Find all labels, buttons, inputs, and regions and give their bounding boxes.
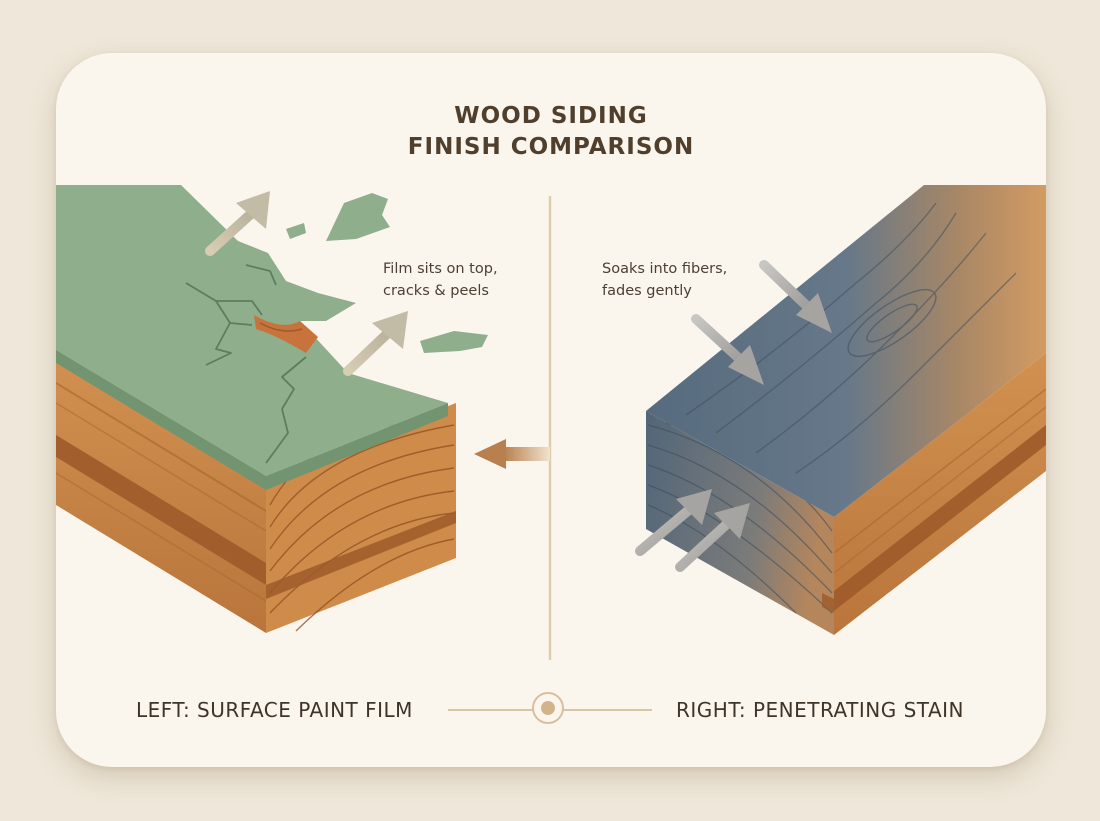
slider-knob-icon[interactable] (532, 692, 564, 724)
left-caption-line-2: cracks & peels (383, 283, 489, 299)
arrow-up-right-icon (205, 191, 270, 256)
comparison-illustration (56, 185, 1046, 660)
right-label: RIGHT: PENETRATING STAIN (676, 698, 965, 722)
left-caption: Film sits on top, cracks & peels (383, 258, 498, 302)
title-line-1: WOOD SIDING (454, 103, 648, 129)
right-caption-line-1: Soaks into fibers, (602, 261, 728, 277)
right-caption: Soaks into fibers, fades gently (602, 258, 727, 302)
left-caption-line-1: Film sits on top, (383, 261, 498, 277)
stain-top-face (646, 185, 1046, 517)
arrow-down-right-icon (759, 260, 832, 333)
arrow-up-right-icon (675, 503, 750, 572)
title-line-2: FINISH COMPARISON (407, 134, 695, 160)
flake-icon (326, 193, 390, 241)
flake-icon (420, 331, 488, 353)
right-caption-line-2: fades gently (602, 283, 692, 299)
painted-board (56, 185, 488, 633)
flake-icon (286, 223, 306, 239)
diagram-card: WOOD SIDING FINISH COMPARISON Film sits … (56, 53, 1046, 767)
page-title: WOOD SIDING FINISH COMPARISON (56, 101, 1046, 163)
stained-board (635, 185, 1046, 635)
paint-film-top (56, 185, 448, 476)
painted-board-side (56, 350, 266, 633)
left-label: LEFT: SURFACE PAINT FILM (136, 698, 413, 722)
arrow-left-icon (474, 439, 550, 469)
arrow-up-right-icon (343, 311, 408, 376)
arrow-up-right-icon (635, 489, 712, 556)
arrow-down-right-icon (691, 314, 764, 385)
comparison-slider[interactable] (448, 690, 652, 730)
